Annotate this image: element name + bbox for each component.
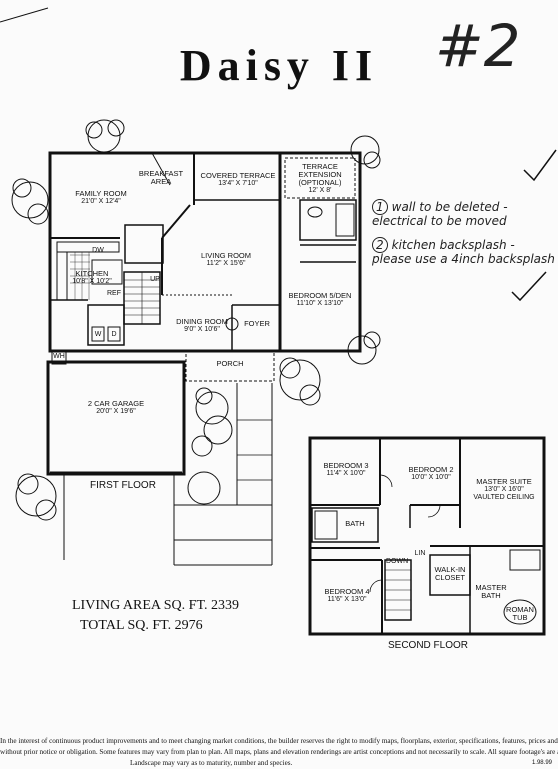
first-floor-label: FIRST FLOOR [90,480,156,491]
second-floor-plan [308,436,546,636]
room-name: BREAKFAST AREA [138,169,184,186]
second-floor-label: SECOND FLOOR [388,640,469,651]
living-area: LIVING AREA SQ. FT. 2339 [72,598,239,613]
room-name: ROMAN TUB [506,605,534,622]
room-breakfast: BREAKFAST AREA [136,170,186,186]
room-hall-bath: BATH [340,520,370,528]
note-1-text: wall to be deleted - electrical to be mo… [372,200,508,228]
room-dims: 13'4" X 7'10" [218,180,258,187]
fixture-linen: LIN [414,550,426,557]
room-porch: PORCH [200,360,260,368]
disclaimer: In the interest of continuous product im… [0,736,558,769]
room-name: BEDROOM 3 [323,461,369,470]
room-terrace-extension: TERRACE EXTENSION (OPTIONAL)12' X 8' [288,163,352,195]
room-foyer: FOYER [240,320,274,328]
note-1-number: 1 [372,199,388,215]
room-name: BEDROOM 5/DEN [288,291,352,300]
room-dims: 12' X 8' [308,187,332,194]
room-name: BEDROOM 2 [408,465,454,474]
room-dims: 11'2" X 15'6" [206,260,246,267]
room-name: BEDROOM 4 [324,587,370,596]
fixture-refrigerator: REF [107,290,121,297]
plan-title: Daisy II [179,41,379,90]
note-2-number: 2 [372,237,388,253]
room-note: VAULTED CEILING [473,494,535,501]
room-dims: 20'0" X 19'6" [96,408,136,415]
room-dims: 10'0" X 10'0" [411,474,451,481]
room-dims: 21'0" X 12'4" [81,198,121,205]
room-name: WALK-IN CLOSET [434,565,466,582]
fixture-dishwasher: DW [92,247,104,254]
total-area: TOTAL SQ. FT. 2976 [80,618,203,633]
room-name: 2 CAR GARAGE [87,399,145,408]
fixture-dryer: D [111,331,117,338]
disclaimer-line-1: In the interest of continuous product im… [0,737,558,745]
room-dims: 11'6" X 13'0" [327,596,367,603]
room-name: PORCH [216,359,244,368]
room-master-bath: MASTER BATH [474,584,508,600]
fixture-water-heater: WH [53,353,65,360]
room-dims: 13'0" X 16'0" [484,486,524,493]
room-name: KITCHEN [75,269,109,278]
room-name: DINING ROOM [176,317,228,326]
landscape-shrubs [11,119,381,521]
first-floor-plan [46,151,362,566]
room-name: FAMILY ROOM [75,189,127,198]
room-dims: 9'0" X 10'6" [184,326,220,333]
room-dims: 10'8" X 10'2" [72,278,112,285]
room-roman-tub: ROMAN TUB [506,606,534,622]
room-name: MASTER BATH [475,583,507,600]
disclaimer-line-2: without prior notice or obligation. Some… [0,748,558,756]
room-name: BATH [345,519,365,528]
fixture-stairs-up: UP [150,276,160,283]
fixture-washer: W [94,331,102,338]
room-walk-in-closet: WALK-IN CLOSET [432,566,468,582]
room-dims: 11'10" X 13'10" [296,300,344,307]
room-name: FOYER [244,319,270,328]
room-name: MASTER SUITE [476,477,532,486]
page-code: 1.98.99 [531,760,552,766]
room-name: LIVING ROOM [200,251,251,260]
room-name: TERRACE EXTENSION (OPTIONAL) [298,162,342,187]
room-dims: 11'4" X 10'0" [326,470,366,477]
sheet-mark: #2 [435,12,521,80]
note-2-text: kitchen backsplash - please use a 4inch … [372,238,555,266]
disclaimer-line-3: Landscape may vary as to maturity, numbe… [130,759,293,767]
fixture-stairs-down: DOWN [386,558,409,565]
room-name: COVERED TERRACE [200,171,276,180]
